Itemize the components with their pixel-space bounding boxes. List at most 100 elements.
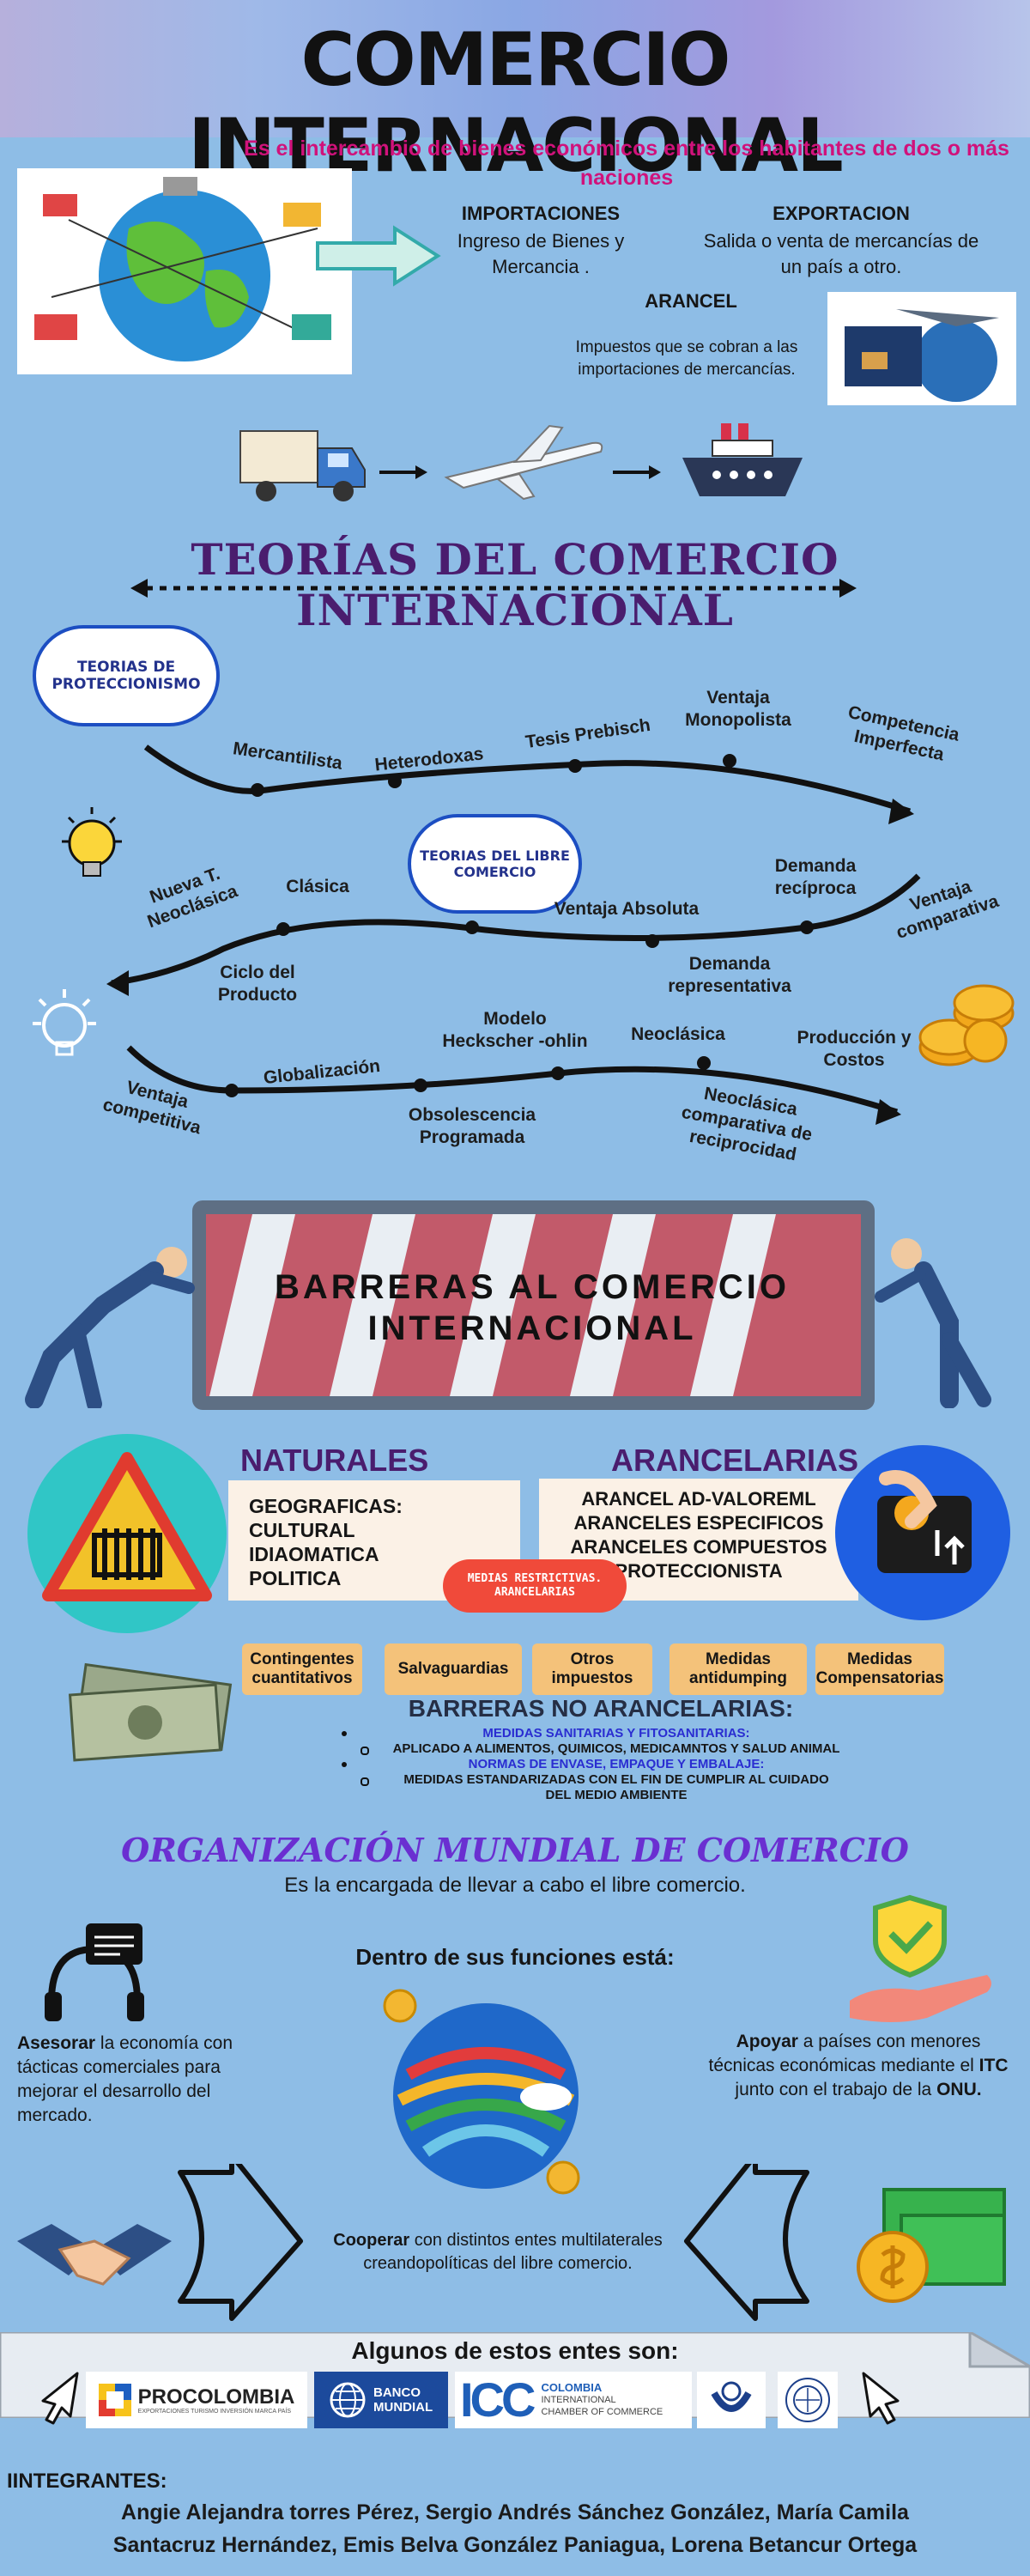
cursor-right-icon: [862, 2372, 900, 2425]
airplane-icon: [444, 424, 603, 501]
asesorar-text: la economía con tácticas comerciales par…: [17, 2033, 233, 2125]
lightbulb-outline-icon: [33, 989, 96, 1056]
onu-bold: ONU.: [936, 2080, 982, 2099]
procolombia-mark-icon: [98, 2384, 131, 2416]
logo-fmi: [778, 2372, 838, 2428]
no-aran-item-2-sub: MEDIDAS ESTANDARIZADAS CON EL FIN DE CUM…: [403, 1772, 829, 1802]
arrow-right-icon-2: [613, 465, 661, 479]
icc-label: ICC: [460, 2372, 536, 2427]
money-hand-icon: [835, 1445, 1010, 1620]
page-subtitle: Es el intercambio de bienes económicos e…: [244, 137, 1009, 190]
naturales-item-3: IDIAOMATICA: [249, 1543, 379, 1565]
shield-hand-icon: [850, 1894, 991, 2022]
page-title: COMERCIO INTERNACIONAL: [188, 17, 844, 189]
no-aran-item-2: NORMAS DE ENVASE, EMPAQUE Y EMBALAJE:: [468, 1757, 765, 1771]
no-aran-item-1: MEDIDAS SANITARIAS Y FITOSANITARIAS:: [482, 1726, 750, 1741]
bullet-1: [342, 1731, 347, 1736]
bullet-4: [360, 1777, 369, 1786]
pill-otros-impuestos: Otros impuestos: [532, 1643, 652, 1695]
naturales-item-4: POLITICA: [249, 1567, 342, 1589]
theory-demanda-reciproca: Demanda recíproca: [774, 856, 857, 898]
omc-left-text: Asesorar la economía con tácticas comerc…: [17, 2032, 258, 2128]
omc-right-text: Apoyar a países con menores técnicas eco…: [704, 2030, 1013, 2102]
pill-antidumping: Medidas antidumping: [670, 1643, 807, 1695]
cursor-left-icon: [41, 2372, 79, 2425]
imf-seal-icon: [785, 2378, 830, 2422]
proteccionismo-label: TEORIAS DE PROTECCIONISMO: [52, 659, 201, 693]
omc-center-text: Cooperar con distintos entes multilatera…: [326, 2229, 670, 2275]
theory-heckscher-ohlin: Modelo Heckscher -ohlin: [442, 1009, 588, 1051]
icc-sub-1: COLOMBIA: [541, 2381, 603, 2394]
globe-illustration: [17, 168, 352, 374]
arancel-title: ARANCEL: [645, 290, 737, 312]
lightbulb-icon: [62, 807, 122, 877]
no-arancelarias-title: BARRERAS NO ARANCELARIAS:: [408, 1695, 794, 1722]
curved-arrow-right-icon: [684, 2164, 809, 2321]
curve-row-2: [106, 873, 921, 996]
theory-obsolescencia: Obsolescencia Programada: [408, 1105, 536, 1147]
pill-compensatorias: Medidas Compensatorias: [815, 1643, 944, 1695]
integrantes-line-2: Santacruz Hernández, Emis Belva González…: [112, 2533, 918, 2557]
icc-sub-2: INTERNATIONAL: [541, 2395, 616, 2405]
exportacion-title: EXPORTACION: [772, 203, 910, 224]
pill-salvaguardias: Salvaguardias: [385, 1643, 522, 1695]
barrier-banner: [192, 1200, 875, 1410]
arancelarias-item-1: ARANCEL AD-VALOREML: [581, 1488, 816, 1510]
wco-seal-icon: [711, 2381, 752, 2412]
naturales-item-2: CULTURAL: [249, 1519, 355, 1541]
logo-procolombia: PROCOLOMBIA EXPORTACIONES TURISMO INVERS…: [86, 2372, 307, 2428]
coins-icon: [918, 984, 1015, 1066]
person-pushing-right-icon: [875, 1238, 991, 1408]
handshake-icon: [17, 2224, 172, 2286]
arancelarias-item-4: PROTECCIONISTA: [615, 1560, 783, 1582]
medidas-badge-label: MEDIAS RESTRICTIVAS. ARANCELARIAS: [467, 1572, 603, 1599]
globe-icon: [330, 2382, 366, 2418]
theory-demanda-representativa: Demanda representativa: [668, 954, 791, 996]
double-arrow-divider: [130, 579, 857, 598]
omc-functions-title: Dentro de sus funciones está:: [355, 1944, 675, 1970]
integrantes-line-1: Angie Alejandra torres Pérez, Sergio And…: [121, 2500, 909, 2524]
importaciones-title: IMPORTACIONES: [461, 203, 621, 224]
icc-sub-3: CHAMBER OF COMMERCE: [541, 2407, 663, 2417]
logo-icc: ICC COLOMBIA INTERNATIONAL CHAMBER OF CO…: [455, 2372, 692, 2428]
procolombia-sub: EXPORTACIONES TURISMO INVERSIÓN MARCA PA…: [137, 2408, 292, 2415]
itc-bold: ITC: [978, 2056, 1009, 2075]
medidas-badge: MEDIAS RESTRICTIVAS. ARANCELARIAS: [443, 1559, 627, 1613]
banco-label: BANCO MUNDIAL: [373, 2385, 433, 2415]
curved-arrow-left-icon: [178, 2164, 303, 2321]
logo-banco-mundial: BANCO MUNDIAL: [314, 2372, 448, 2428]
curve-row-1: [143, 744, 914, 824]
money-bills-icon: [68, 1662, 233, 1762]
no-arancelarias-list: MEDIDAS SANITARIAS Y FITOSANITARIAS: APL…: [333, 1726, 900, 1803]
theory-produccion-costos: Producción y Costos: [797, 1028, 912, 1070]
asesorar-bold: Asesorar: [17, 2033, 96, 2053]
pill-contingentes: Contingentes cuantitativos: [242, 1643, 362, 1695]
teorias-title: TEORÍAS DEL COMERCIO INTERNACIONAL: [191, 534, 839, 635]
omc-subtitle: Es la encargada de llevar a cabo el libr…: [284, 1874, 746, 1897]
arancelarias-title: ARANCELARIAS: [611, 1443, 858, 1478]
cloud-proteccionismo: TEORIAS DE PROTECCIONISMO: [33, 625, 220, 726]
naturales-item-1: GEOGRAFICAS:: [249, 1495, 403, 1517]
apoyar-text: a países con menores técnicas económicas…: [708, 2032, 981, 2075]
ship-icon: [682, 423, 803, 496]
curve-row-3: [126, 1045, 901, 1125]
logo-wco: [697, 2372, 766, 2428]
arancelarias-item-3: ARANCELES COMPUESTOS: [570, 1536, 827, 1558]
integrantes-title: IINTEGRANTES:: [7, 2470, 167, 2493]
omc-title: ORGANIZACIÓN MUNDIAL DE COMERCIO: [121, 1831, 909, 1869]
theory-neoclasica: Neoclásica: [631, 1024, 725, 1044]
apoyar-bold: Apoyar: [736, 2032, 798, 2051]
arrow-right-icon: [379, 465, 427, 479]
person-pushing-left-icon: [25, 1247, 195, 1408]
bullet-2: [360, 1747, 369, 1755]
cooperar-bold: Cooperar: [333, 2231, 410, 2250]
importaciones-text: Ingreso de Bienes y Mercancia .: [457, 230, 625, 277]
theory-ciclo-del-producto: Ciclo del Producto: [217, 963, 298, 1005]
cargo-illustration: [827, 292, 1016, 405]
warning-sign-icon: [27, 1434, 227, 1633]
bullet-3: [342, 1762, 347, 1767]
naturales-title: NATURALES: [240, 1443, 429, 1478]
right-arrow-icon: [316, 225, 441, 287]
barreras-title: BARRERAS AL COMERCIO INTERNACIONAL: [274, 1268, 791, 1347]
entes-title: Algunos de estos entes son:: [351, 2337, 679, 2364]
